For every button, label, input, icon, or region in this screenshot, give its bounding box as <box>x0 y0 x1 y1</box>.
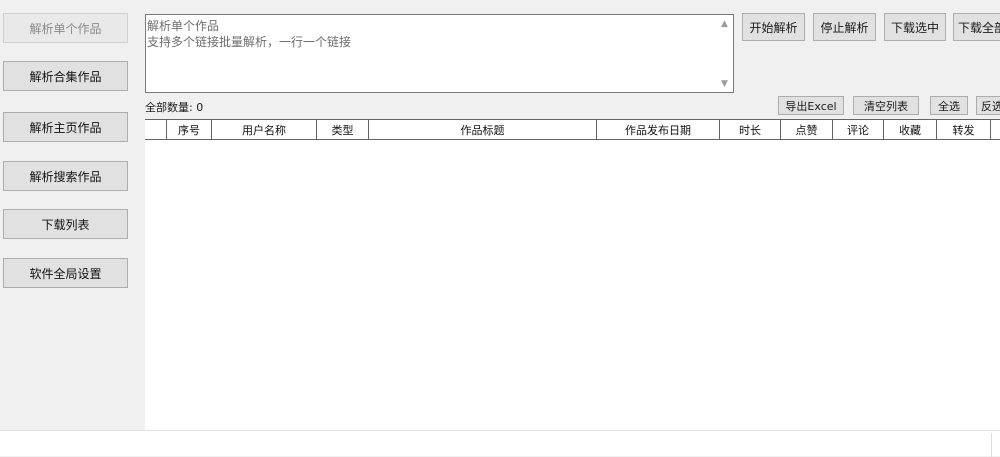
select-all-button[interactable]: 全选 <box>930 96 968 115</box>
col-publish-date[interactable]: 作品发布日期 <box>597 120 720 139</box>
export-excel-button[interactable]: 导出Excel <box>778 96 844 115</box>
download-all-button[interactable]: 下载全部 <box>953 13 1000 41</box>
nav-parse-homepage[interactable]: 解析主页作品 <box>3 112 128 142</box>
col-comments[interactable]: 评论 <box>833 120 884 139</box>
link-input-text: 解析单个作品 支持多个链接批量解析，一行一个链接 <box>147 18 351 50</box>
export-excel-label: 导出Excel <box>785 99 837 113</box>
clear-list-label: 清空列表 <box>864 99 908 113</box>
download-all-label: 下载全部 <box>958 20 1000 35</box>
total-count: 全部数量: 0 <box>145 101 204 114</box>
nav-parse-search[interactable]: 解析搜索作品 <box>3 161 128 191</box>
status-bar-separator <box>991 433 992 457</box>
nav-parse-single-label: 解析单个作品 <box>29 21 102 36</box>
clear-list-button[interactable]: 清空列表 <box>853 96 919 115</box>
nav-parse-single[interactable]: 解析单个作品 <box>3 13 128 43</box>
table-header: 序号 用户名称 类型 作品标题 作品发布日期 时长 点赞 评论 收藏 转发 <box>145 120 1000 140</box>
status-bar <box>0 430 1000 457</box>
col-extra[interactable] <box>991 120 1000 139</box>
nav-parse-collection-label: 解析合集作品 <box>29 69 102 84</box>
col-checkbox[interactable] <box>145 120 167 139</box>
start-parse-label: 开始解析 <box>749 20 798 35</box>
invert-selection-label: 反选 <box>981 99 1000 113</box>
col-likes[interactable]: 点赞 <box>781 120 833 139</box>
download-selected-button[interactable]: 下载选中 <box>884 13 946 41</box>
stop-parse-button[interactable]: 停止解析 <box>813 13 876 41</box>
col-duration[interactable]: 时长 <box>720 120 781 139</box>
col-shares[interactable]: 转发 <box>937 120 991 139</box>
link-input-scrollbar[interactable]: ▲ ▼ <box>716 15 733 92</box>
nav-download-list-label: 下载列表 <box>41 217 90 232</box>
nav-download-list[interactable]: 下载列表 <box>3 209 128 239</box>
stop-parse-label: 停止解析 <box>820 20 869 35</box>
download-selected-label: 下载选中 <box>890 20 939 35</box>
nav-parse-search-label: 解析搜索作品 <box>29 169 102 184</box>
col-title[interactable]: 作品标题 <box>369 120 597 139</box>
col-index[interactable]: 序号 <box>167 120 212 139</box>
col-type[interactable]: 类型 <box>317 120 369 139</box>
link-input[interactable]: 解析单个作品 支持多个链接批量解析，一行一个链接 ▲ ▼ <box>145 14 734 93</box>
results-table[interactable]: 序号 用户名称 类型 作品标题 作品发布日期 时长 点赞 评论 收藏 转发 <box>145 119 1000 430</box>
nav-parse-collection[interactable]: 解析合集作品 <box>3 61 128 91</box>
scroll-down-icon[interactable]: ▼ <box>721 78 728 89</box>
col-favorites[interactable]: 收藏 <box>884 120 937 139</box>
nav-global-settings-label: 软件全局设置 <box>29 266 102 281</box>
nav-parse-homepage-label: 解析主页作品 <box>29 120 102 135</box>
scroll-up-icon[interactable]: ▲ <box>721 18 728 29</box>
select-all-label: 全选 <box>938 99 960 113</box>
invert-selection-button[interactable]: 反选 <box>976 96 1000 115</box>
start-parse-button[interactable]: 开始解析 <box>742 13 805 41</box>
link-input-line2: 支持多个链接批量解析，一行一个链接 <box>147 35 352 49</box>
link-input-line1: 解析单个作品 <box>147 19 220 33</box>
col-username[interactable]: 用户名称 <box>212 120 317 139</box>
nav-global-settings[interactable]: 软件全局设置 <box>3 258 128 288</box>
